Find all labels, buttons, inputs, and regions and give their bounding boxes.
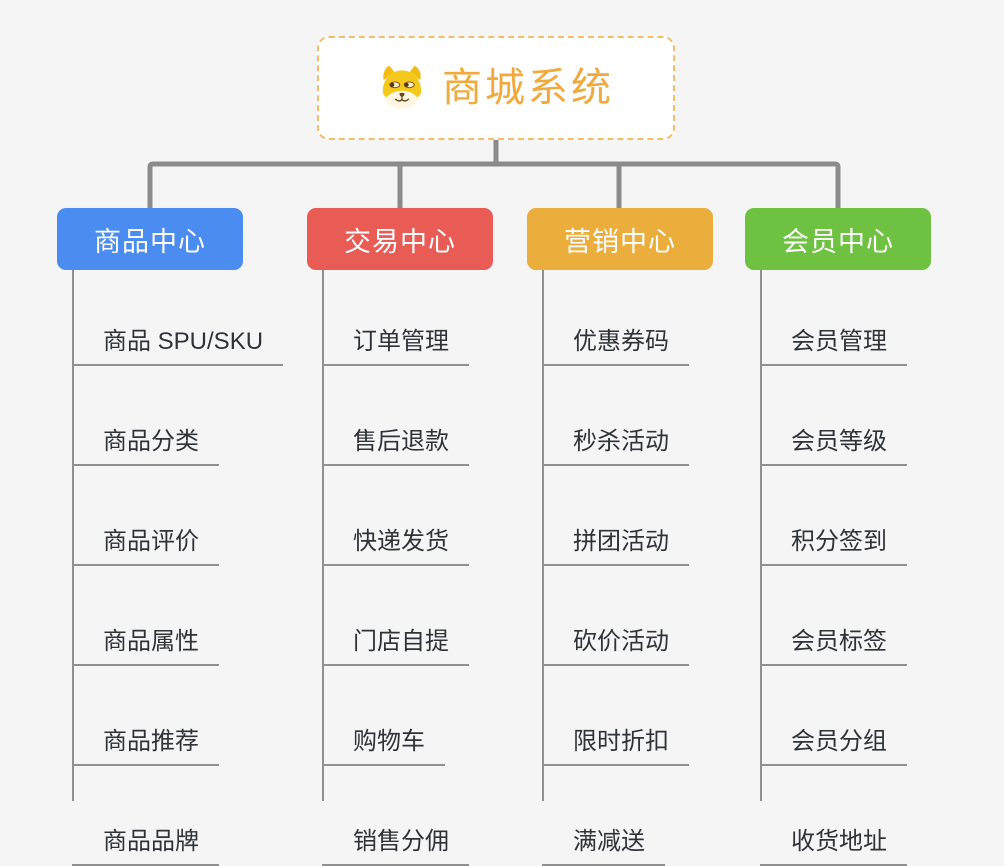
branch-connector-line	[542, 270, 544, 801]
branch-label: 营销中心	[564, 226, 676, 257]
branch-label: 商品中心	[94, 226, 206, 257]
branch: 交易中心订单管理售后退款快递发货门店自提购物车销售分佣	[307, 208, 557, 866]
branch-header[interactable]: 交易中心	[307, 208, 493, 270]
leaf-item[interactable]: 会员管理	[760, 266, 907, 366]
root-node[interactable]: 商城系统	[317, 36, 675, 140]
doge-icon	[382, 65, 422, 109]
leaf-item[interactable]: 商品品牌	[72, 766, 219, 866]
leaf-list: 优惠券码秒杀活动拼团活动砍价活动限时折扣满减送	[542, 266, 689, 866]
connector-paths	[147, 140, 841, 210]
leaf-item[interactable]: 商品推荐	[72, 666, 219, 766]
branch-label: 交易中心	[344, 226, 456, 257]
branch-connector-line	[72, 270, 74, 801]
leaf-item[interactable]: 商品 SPU/SKU	[72, 266, 284, 366]
branch-connector-line	[322, 270, 324, 801]
branch: 营销中心优惠券码秒杀活动拼团活动砍价活动限时折扣满减送	[527, 208, 777, 866]
leaf-list: 订单管理售后退款快递发货门店自提购物车销售分佣	[322, 266, 469, 866]
leaf-item[interactable]: 满减送	[542, 766, 665, 866]
leaf-item[interactable]: 商品属性	[72, 566, 219, 666]
leaf-item[interactable]: 购物车	[322, 666, 445, 766]
leaf-item[interactable]: 积分签到	[760, 466, 907, 566]
leaf-item[interactable]: 快递发货	[322, 466, 469, 566]
branch-label: 会员中心	[782, 226, 894, 257]
leaf-item[interactable]: 拼团活动	[542, 466, 689, 566]
leaf-item[interactable]: 会员等级	[760, 366, 907, 466]
leaf-item[interactable]: 秒杀活动	[542, 366, 689, 466]
branch-header[interactable]: 营销中心	[527, 208, 713, 270]
leaf-item[interactable]: 销售分佣	[322, 766, 469, 866]
leaf-item[interactable]: 会员标签	[760, 566, 907, 666]
leaf-item[interactable]: 商品分类	[72, 366, 219, 466]
branch-connector-line	[760, 270, 762, 801]
root-title: 商城系统	[442, 66, 614, 110]
leaf-item[interactable]: 收货地址	[760, 766, 907, 866]
leaf-item[interactable]: 限时折扣	[542, 666, 689, 766]
leaf-list: 会员管理会员等级积分签到会员标签会员分组收货地址	[760, 266, 907, 866]
leaf-item[interactable]: 门店自提	[322, 566, 469, 666]
leaf-item[interactable]: 商品评价	[72, 466, 219, 566]
leaf-item[interactable]: 优惠券码	[542, 266, 689, 366]
leaf-item[interactable]: 售后退款	[322, 366, 469, 466]
leaf-item[interactable]: 订单管理	[322, 266, 469, 366]
leaf-item[interactable]: 砍价活动	[542, 566, 689, 666]
branch: 会员中心会员管理会员等级积分签到会员标签会员分组收货地址	[745, 208, 995, 866]
leaf-item[interactable]: 会员分组	[760, 666, 907, 766]
branch-header[interactable]: 会员中心	[745, 208, 931, 270]
branch-header[interactable]: 商品中心	[57, 208, 243, 270]
